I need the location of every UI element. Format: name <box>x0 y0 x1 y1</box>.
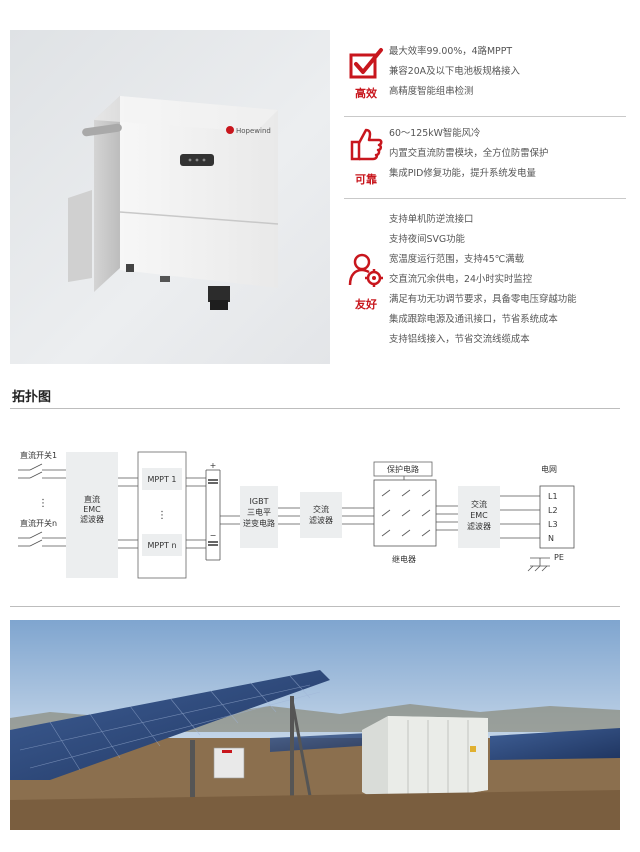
dc-emc-label: 直流 <box>84 494 100 504</box>
ac-filter-label: 交流 <box>313 504 329 514</box>
dc-switch-1-label: 直流开关1 <box>20 450 57 460</box>
divider <box>10 408 620 409</box>
feature-item: 集成跟踪电源及通讯接口，节省系统成本 <box>389 314 558 325</box>
feature-list: 60～125kW智能风冷 内置交直流防雷模块，全方位防雷保护 集成PID修复功能… <box>389 124 548 184</box>
dc-switch-n-label: 直流开关n <box>20 518 57 528</box>
dc-emc-label: EMC <box>83 505 101 514</box>
mppt-container <box>137 451 187 579</box>
inverter-label: 三电平 <box>247 507 271 517</box>
feature-item: 交直流冗余供电，24小时实时监控 <box>389 274 533 285</box>
feature-efficiency: 高效 最大效率99.00%，4路MPPT 兼容20A及以下电池板规格接入 高精度… <box>344 38 634 104</box>
divider <box>10 606 620 607</box>
minus-sign: − <box>210 531 217 540</box>
feature-item: 60～125kW智能风冷 <box>389 128 481 139</box>
feature-list: 最大效率99.00%，4路MPPT 兼容20A及以下电池板规格接入 高精度智能组… <box>389 42 520 102</box>
ac-filter-block <box>300 492 342 538</box>
inverter-label: IGBT <box>250 497 269 506</box>
mppt-n-label: MPPT n <box>147 541 176 550</box>
product-image: Hopewind <box>10 30 330 364</box>
mppt-1-label: MPPT 1 <box>147 475 176 484</box>
plus-sign: + <box>210 461 217 470</box>
ellipsis: ⋮ <box>157 510 167 521</box>
divider <box>344 198 626 199</box>
dc-emc-block <box>66 452 118 578</box>
ac-emc-label: 滤波器 <box>467 521 491 531</box>
feature-item: 满足有功无功调节要求，具备零电压穿越功能 <box>389 294 577 305</box>
feature-list: 支持单机防逆流接口 支持夜间SVG功能 宽温度运行范围，支持45℃满载 交直流冗… <box>389 210 577 350</box>
feature-item: 最大效率99.00%，4路MPPT <box>389 46 513 57</box>
ac-emc-block <box>458 486 500 548</box>
protection-block <box>373 461 433 477</box>
checkbox-icon <box>348 46 384 84</box>
ac-emc-label: 交流 <box>471 499 487 509</box>
grid-line-label: N <box>548 534 554 543</box>
inverter-block <box>240 486 278 548</box>
dc-emc-label: 滤波器 <box>80 514 104 524</box>
relay-label: 继电器 <box>392 554 416 564</box>
protection-label: 保护电路 <box>387 464 419 474</box>
feature-item: 兼容20A及以下电池板规格接入 <box>389 66 520 77</box>
grid-line-label: L2 <box>548 506 558 515</box>
grid-label: 电网 <box>541 464 557 474</box>
ellipsis: ⋮ <box>38 498 48 509</box>
user-gear-icon <box>348 252 384 292</box>
ac-filter-label: 滤波器 <box>309 515 333 525</box>
feature-item: 支持夜间SVG功能 <box>389 234 465 245</box>
feature-reliability: 可靠 60～125kW智能风冷 内置交直流防雷模块，全方位防雷保护 集成PID修… <box>344 120 634 190</box>
grid-line-label: L3 <box>548 520 558 529</box>
ac-emc-label: EMC <box>470 511 488 520</box>
feature-category: 高效 <box>355 87 377 100</box>
divider <box>344 116 626 117</box>
feature-item: 集成PID修复功能，提升系统发电量 <box>389 168 536 179</box>
feature-friendly: 友好 支持单机防逆流接口 支持夜间SVG功能 宽温度运行范围，支持45℃满载 交… <box>344 206 634 356</box>
pe-label: PE <box>554 553 564 562</box>
inverter-label: 逆变电路 <box>243 518 275 528</box>
feature-item: 支持铝线接入，节省交流线缆成本 <box>389 334 530 345</box>
feature-category: 友好 <box>355 298 377 311</box>
grid-line-label: L1 <box>548 492 558 501</box>
feature-category: 可靠 <box>355 173 377 186</box>
feature-item: 高精度智能组串检测 <box>389 86 474 97</box>
section-title: 拓扑图 <box>12 390 52 405</box>
mppt-1-block <box>142 468 182 490</box>
product-logo: Hopewind <box>236 127 271 135</box>
mppt-n-block <box>142 534 182 556</box>
topology-diagram: 直流开关1 ⋮ 直流开关n 直流 EMC 滤波器 MPPT 1 ⋮ MPPT n… <box>10 440 620 590</box>
feature-item: 内置交直流防雷模块，全方位防雷保护 <box>389 148 549 159</box>
feature-item: 支持单机防逆流接口 <box>389 214 474 225</box>
installation-photo <box>10 620 620 830</box>
thumbs-up-icon <box>348 126 384 166</box>
feature-item: 宽温度运行范围，支持45℃满载 <box>389 254 524 265</box>
